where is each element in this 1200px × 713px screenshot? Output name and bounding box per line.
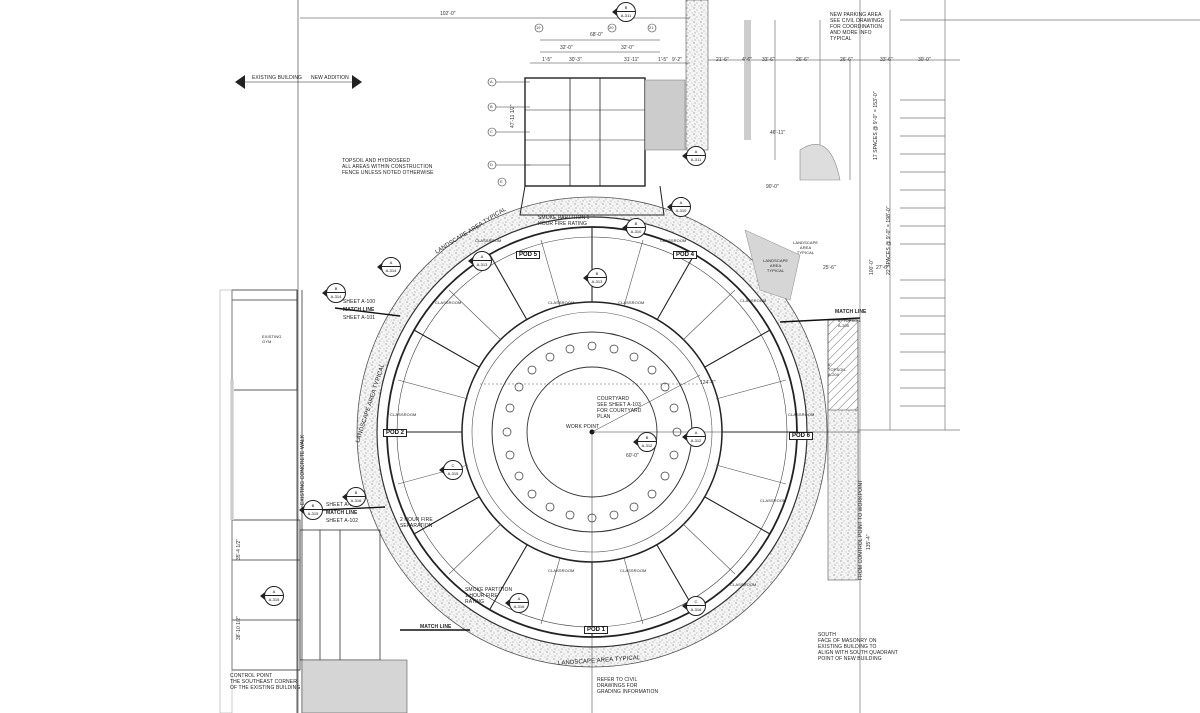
dim-30-0: 30'-0" xyxy=(918,57,931,63)
dim-90-0: 90'-0" xyxy=(766,184,779,190)
grid-d: D xyxy=(490,162,493,167)
match-line-1-label: MATCH LINE xyxy=(343,307,375,313)
dim-124-4: 124'-4" xyxy=(700,380,716,386)
room-label: CLASSROOM xyxy=(548,300,575,305)
dim-68: 68'-0" xyxy=(590,32,603,38)
note-topsoil: TOPSOIL AND HYDROSEED ALL AREAS WITHIN C… xyxy=(342,158,434,176)
note-parking: NEW PARKING AREA SEE CIVIL DRAWINGS FOR … xyxy=(830,12,885,42)
dim-47-11: 47'-11 1/2" xyxy=(510,104,516,129)
label-existing-gym: EXISTING GYM xyxy=(262,334,282,344)
dim-35-4: 35'-4 1/2" xyxy=(236,538,242,560)
grid-20: 20 xyxy=(609,25,614,30)
dim-33-6a: 33'-6" xyxy=(762,57,775,63)
note-control-to-workpoint: FROM CONTROL POINT TO WORKPOINT xyxy=(858,479,864,580)
grid-a: A xyxy=(490,79,493,84)
dim-26-6a: 26'-6" xyxy=(796,57,809,63)
dim-21-6: 21'-6" xyxy=(716,57,729,63)
dim-1-5b: 1'-5" xyxy=(658,57,668,63)
pod-2: POD 2 xyxy=(383,429,408,437)
dim-32a: 32'-0" xyxy=(560,45,573,51)
note-topsoil-a200-2: 6" TOPSOIL A-200 xyxy=(828,362,846,377)
note-control-point: CONTROL POINT THE SOUTHEAST CORNER OF TH… xyxy=(230,673,301,691)
match-line-3-label: MATCH LINE xyxy=(420,624,452,630)
grid-e: E xyxy=(500,179,503,184)
overall-dimension: 102'-0" xyxy=(440,11,456,17)
dim-33-6b: 33'-6" xyxy=(880,57,893,63)
dim-46-11: 46'-11" xyxy=(770,130,786,136)
dim-60-0: 60'-0" xyxy=(626,453,639,459)
dim-4-6: 4'-6" xyxy=(742,57,752,63)
pod-5: POD 5 xyxy=(516,251,541,259)
grid-b: B xyxy=(490,104,493,109)
match-line-4-label: MATCH LINE xyxy=(835,309,867,315)
dim-38-10: 38'-10 1/2" xyxy=(236,616,242,640)
match-line-1-below: SHEET A-101 xyxy=(343,315,376,321)
room-label: CLASSROOM xyxy=(660,238,687,243)
existing-building xyxy=(231,289,381,713)
note-fire-separation: 2 HOUR FIRE SEPARATION xyxy=(400,517,433,529)
match-line-2-below: SHEET A-102 xyxy=(326,518,359,524)
match-line-2-label: MATCH LINE xyxy=(326,510,358,516)
note-landscape-ne: LANDSCAPE AREA TYPICAL xyxy=(793,240,819,255)
grid-19: 19 xyxy=(536,25,541,30)
note-existing-building: EXISTING BUILDING xyxy=(252,75,303,81)
room-label: CLASSROOM xyxy=(435,300,462,305)
note-existing-concrete-walk: EXISTING CONCRETE WALK xyxy=(300,434,306,505)
pod-4: POD 4 xyxy=(673,251,698,259)
note-smoke-partition-south: SMOKE PARTITION 1 HOUR FIRE RATING xyxy=(465,587,513,605)
pod-1: POD 1 xyxy=(584,626,609,634)
note-south-face: SOUTH FACE OF MASONRY ON EXISTING BUILDI… xyxy=(818,632,899,662)
dim-30-3: 30'-3" xyxy=(569,57,582,63)
room-label: CLASSROOM xyxy=(548,568,575,573)
dim-26-6b: 26'-6" xyxy=(840,57,853,63)
note-landscape-e: LANDSCAPE AREA TYPICAL xyxy=(763,258,789,273)
match-line-1-above: SHEET A-100 xyxy=(343,299,376,305)
dim-27-6: 27'-6" xyxy=(876,265,889,271)
pod-6: POD 6 xyxy=(789,432,814,440)
room-label: CLASSROOM xyxy=(620,568,647,573)
note-smoke-partition-north: SMOKE PARTITION 1 HOUR FIRE RATING xyxy=(538,215,590,227)
room-label: CLASSROOM xyxy=(475,238,502,243)
note-topsoil-a200-1: 6" TOPSOIL A-200 xyxy=(838,318,861,328)
dim-32b: 32'-0" xyxy=(621,45,634,51)
grid-21: 21 xyxy=(649,25,654,30)
note-new-addition: NEW ADDITION xyxy=(311,75,349,81)
room-label: CLASSROOM xyxy=(760,498,787,503)
room-label: CLASSROOM xyxy=(618,300,645,305)
note-work-point: WORK POINT xyxy=(566,424,600,430)
parking-area xyxy=(680,0,1200,713)
note-courtyard: COURTYARD SEE SHEET A-103 FOR COURTYARD … xyxy=(597,396,642,420)
room-label: CLASSROOM xyxy=(740,298,767,303)
dim-9-2: 9'-2" xyxy=(672,57,682,63)
dim-100-0: 100'-0" xyxy=(869,259,875,275)
dim-25-6: 25'-6" xyxy=(823,265,836,271)
dim-31-11: 31'-11" xyxy=(624,57,640,63)
note-civil-refer: REFER TO CIVIL DRAWINGS FOR GRADING INFO… xyxy=(597,677,659,695)
note-spaces-1: 17 SPACES @ 9'-0" = 153'-0" xyxy=(873,91,879,160)
grid-c: C xyxy=(490,129,493,134)
north-wing xyxy=(519,77,665,216)
dim-control-to-workpoint: 135'-4" xyxy=(866,534,872,550)
room-label: CLASSROOM xyxy=(730,582,757,587)
room-label: CLASSROOM xyxy=(788,412,815,417)
dim-1-5a: 1'-5" xyxy=(542,57,552,63)
courtyard-columns xyxy=(502,341,682,523)
room-label: CLASSROOM xyxy=(390,412,417,417)
